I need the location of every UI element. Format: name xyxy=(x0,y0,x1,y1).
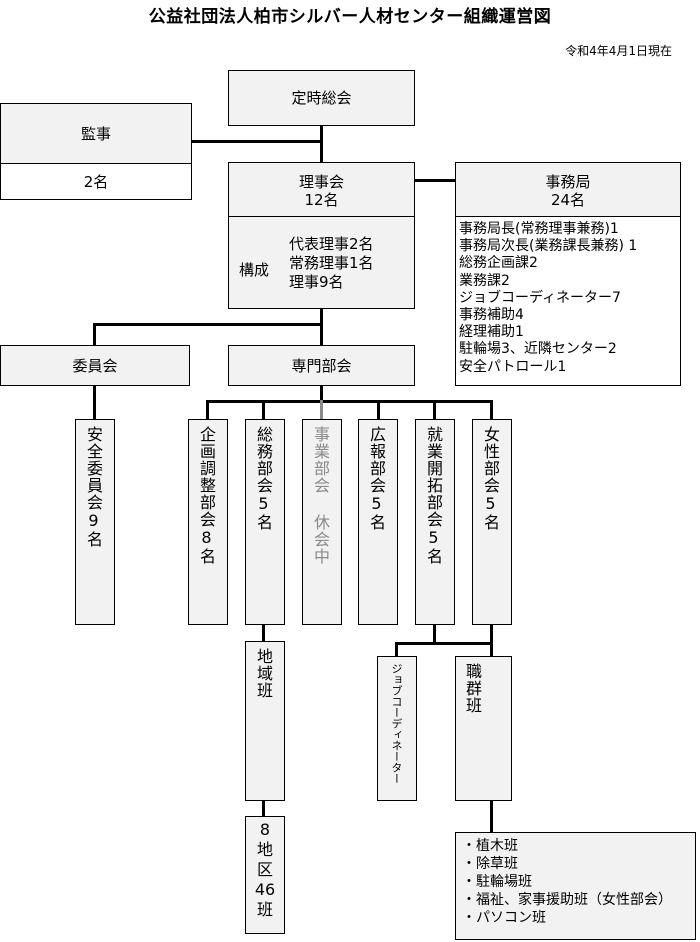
subcommittee-planning: 企画調整部会8名 xyxy=(188,419,228,625)
area-count-box: 8 地 区 46 班 xyxy=(245,816,285,934)
connector-line xyxy=(190,140,322,143)
specialized-label: 専門部会 xyxy=(291,356,352,375)
staff-item: 業務課2 xyxy=(459,272,510,289)
area-team-label: 地域班 xyxy=(254,648,273,699)
team-list: ・植木班 ・除草班 ・駐輪場班 ・福祉、家事援助班（女性部会） ・パソコン班 xyxy=(462,837,672,927)
staff-item: 安全パトロール1 xyxy=(459,358,567,375)
board-box: 理事会 12名 構成 代表理事2名 常務理事1名 理事9名 xyxy=(228,162,415,309)
specialized-box: 専門部会 xyxy=(228,345,415,386)
team-list-box: ・植木班 ・除草班 ・駐輪場班 ・福祉、家事援助班（女性部会） ・パソコン班 xyxy=(455,832,696,940)
general-meeting-label: 定時総会 xyxy=(291,89,352,107)
secretariat-label: 事務局 xyxy=(545,173,591,191)
connector-line xyxy=(93,385,96,420)
connector-line xyxy=(206,400,209,420)
staff-item: 経理補助1 xyxy=(459,324,524,341)
subcommittee-label: 総務部会5名 xyxy=(254,426,273,531)
job-coordinator-label: ジョブコーディネーター xyxy=(390,663,403,784)
auditor-title-cell: 監事 xyxy=(1,104,191,164)
secretariat-staff-list: 事務局長(常務理事兼務)1 事務局次長(業務課長兼務) 1 総務企画課2 業務課… xyxy=(459,221,637,376)
connector-line xyxy=(433,624,436,644)
team-item: ・福祉、家事援助班（女性部会） xyxy=(462,892,672,908)
secretariat-header: 事務局 24名 xyxy=(456,163,680,217)
connector-line xyxy=(433,400,436,420)
area-team-box: 地域班 xyxy=(245,641,285,801)
connector-line xyxy=(262,400,265,420)
safety-committee-box: 安全委員会9名 xyxy=(75,419,115,625)
team-item: ・パソコン班 xyxy=(462,910,546,926)
committee-box: 委員会 xyxy=(0,345,190,386)
connector-line xyxy=(206,400,493,403)
subcommittee-label: 就業開拓部会5名 xyxy=(424,426,443,565)
board-member: 理事9名 xyxy=(289,273,344,291)
connector-line xyxy=(320,308,323,346)
connector-line xyxy=(413,179,457,182)
subcommittee-job-development: 就業開拓部会5名 xyxy=(415,419,455,625)
connector-line-inactive xyxy=(320,400,323,420)
subcommittee-pr: 広報部会5名 xyxy=(358,419,398,625)
board-composition-label: 構成 xyxy=(239,261,270,279)
staff-item: 総務企画課2 xyxy=(459,255,538,272)
subcommittee-label: 企画調整部会8名 xyxy=(197,426,216,565)
connector-line xyxy=(490,624,493,657)
job-coordinator-box: ジョブコーディネーター xyxy=(377,656,417,801)
as-of-date: 令和4年4月1日現在 xyxy=(565,44,672,58)
board-member: 代表理事2名 xyxy=(289,235,374,253)
page-title: 公益社団法人柏市シルバー人材センター組織運営図 xyxy=(148,7,552,27)
subcommittee-general-affairs: 総務部会5名 xyxy=(245,419,285,625)
area-count-line: 班 xyxy=(256,900,273,919)
subcommittee-label: 広報部会5名 xyxy=(367,426,386,531)
occupation-team-label: 職群班 xyxy=(463,663,482,714)
board-header: 理事会 12名 xyxy=(229,163,414,217)
connector-line xyxy=(262,800,265,817)
auditor-count-cell: 2名 xyxy=(1,164,191,199)
board-member: 常務理事1名 xyxy=(289,254,374,272)
auditor-count: 2名 xyxy=(83,172,109,191)
subcommittee-business-inactive: 事業部会 休会中 xyxy=(302,419,342,625)
committee-label: 委員会 xyxy=(72,356,118,375)
subcommittee-label: 女性部会5名 xyxy=(481,426,500,531)
team-item: ・駐輪場班 xyxy=(462,874,532,890)
connector-line xyxy=(377,400,380,420)
auditor-box: 監事 2名 xyxy=(0,103,192,200)
secretariat-count: 24名 xyxy=(550,191,586,209)
area-count-line: 46 xyxy=(254,880,276,899)
staff-item: ジョブコーディネーター7 xyxy=(459,289,621,306)
subcommittee-women: 女性部会5名 xyxy=(472,419,512,625)
safety-committee-label: 安全委員会9名 xyxy=(84,426,103,548)
team-item: ・除草班 xyxy=(462,856,518,872)
area-count-line: 区 xyxy=(256,860,273,879)
area-count-text: 8 地 区 46 班 xyxy=(246,820,284,920)
connector-line xyxy=(320,125,323,164)
area-count-line: 8 xyxy=(259,820,271,839)
connector-line xyxy=(320,385,323,401)
staff-item: 事務局長(常務理事兼務)1 xyxy=(459,221,619,237)
connector-line xyxy=(93,323,96,347)
occupation-team-box: 職群班 xyxy=(455,656,512,801)
board-label: 理事会 xyxy=(298,173,344,191)
staff-item: 駐輪場3、近隣センター2 xyxy=(459,341,617,358)
staff-item: 事務局次長(業務課長兼務) 1 xyxy=(459,238,638,255)
connector-line xyxy=(262,624,265,642)
general-meeting-box: 定時総会 xyxy=(228,70,415,126)
subcommittee-label: 事業部会 休会中 xyxy=(311,426,330,565)
connector-line xyxy=(395,642,398,657)
area-count-line: 地 xyxy=(256,840,273,859)
secretariat-box: 事務局 24名 事務局長(常務理事兼務)1 事務局次長(業務課長兼務) 1 総務… xyxy=(455,162,681,386)
connector-line xyxy=(93,323,322,326)
staff-item: 事務補助4 xyxy=(459,307,524,324)
team-item: ・植木班 xyxy=(462,838,518,854)
board-count: 12名 xyxy=(304,191,339,209)
connector-line xyxy=(395,642,492,645)
connector-line xyxy=(490,400,493,420)
auditor-label: 監事 xyxy=(80,124,111,143)
connector-line xyxy=(490,800,493,833)
